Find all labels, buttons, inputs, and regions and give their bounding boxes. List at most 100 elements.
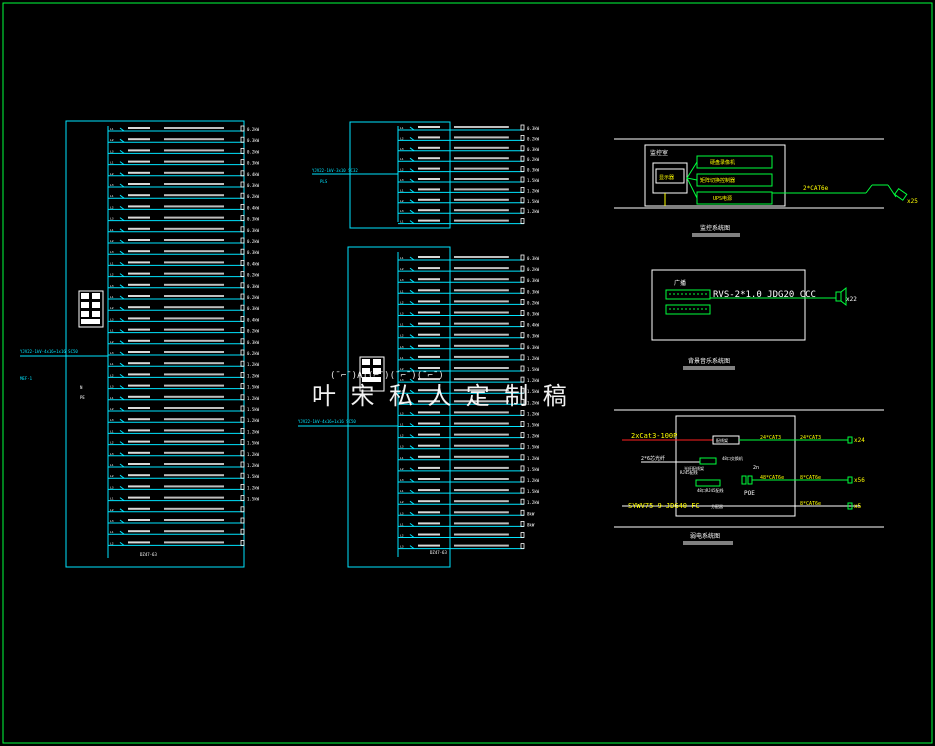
midbot-phase-label: L2	[400, 434, 404, 438]
midtop-phase-label: L1	[400, 220, 404, 224]
midbot-end-mark	[520, 310, 525, 316]
midtop-breaker-mark	[409, 157, 415, 162]
left-phase-label: L2	[110, 508, 114, 512]
left-cable-text	[164, 429, 224, 432]
meter-block	[78, 290, 104, 328]
midbot-breaker-mark	[409, 445, 415, 450]
left-breaker-mark	[119, 217, 125, 222]
midbot-load-label: 0.3kW	[527, 334, 540, 339]
midtop-cable-text	[454, 136, 509, 139]
midtop-load-label: 0.3kW	[527, 168, 540, 173]
left-end-mark	[240, 315, 245, 322]
midbot-breaker-text	[418, 278, 440, 281]
left-phase-label: L1	[110, 329, 114, 333]
midbot-breaker-mark	[409, 334, 415, 339]
left-end-mark	[240, 170, 245, 177]
network-caption: 弱电系统图	[690, 532, 720, 540]
left-load-label: 1.2kW	[247, 362, 260, 367]
midbot-load-label: 0.3kW	[527, 312, 540, 317]
speaker-icon	[835, 286, 847, 307]
midbot-cable-text	[454, 389, 509, 392]
left-end-mark	[240, 181, 245, 188]
net-router-label: 48口RJ45配线	[697, 487, 723, 493]
monitor-count: x25	[907, 198, 918, 205]
left-cable-text	[164, 463, 224, 465]
midtop-end-mark	[520, 207, 525, 214]
left-breaker-mark	[119, 542, 125, 546]
midtop-end-mark	[520, 197, 525, 204]
monitor-cable-label: 2*CAT6e	[803, 185, 829, 192]
left-load-label: 1.2kW	[247, 418, 260, 423]
left-breaker-mark	[119, 396, 125, 401]
left-cable-text	[164, 519, 224, 521]
midbot-breaker-mark	[409, 345, 415, 350]
midtop-breaker-mark	[409, 168, 415, 173]
poe-box-2	[747, 475, 753, 485]
left-cable-text	[164, 541, 224, 544]
left-phase-label: L1	[110, 429, 114, 433]
midbot-breaker-text	[418, 433, 440, 436]
midbot-end-mark	[520, 287, 525, 294]
midbot-load-label: 1.2kW	[527, 434, 540, 439]
left-breaker-text	[128, 205, 150, 208]
net-input-3: SYWV75-9-JDG40 FC	[628, 502, 700, 510]
left-breaker-mark	[119, 273, 125, 278]
midbot-load-label: 0.3kW	[527, 345, 540, 350]
left-end-mark	[240, 349, 245, 356]
left-breaker-text	[128, 295, 150, 297]
midbot-load-label: 0.2kW	[527, 267, 540, 272]
left-end-mark	[240, 405, 245, 412]
midtop-load-label: 1.2kW	[527, 209, 540, 214]
midbot-end-mark	[520, 365, 525, 372]
left-breaker-text	[128, 317, 150, 320]
left-breaker-mark	[119, 497, 125, 502]
left-cable-text	[164, 395, 224, 398]
midbot-breaker-mark	[409, 323, 415, 328]
net-in-1-cable: 24*CAT3	[760, 435, 781, 441]
left-phase-label: L3	[110, 284, 114, 288]
left-load-label: 1.5kW	[247, 441, 260, 446]
watermark: (¯⌐¯)AI(⌐¯)(¯⌐¯)(¯⌐¯) 叶 宋 私 人 定 制 稿	[312, 371, 567, 410]
ups-label: UPS电源	[713, 195, 732, 202]
midbot-cable-text	[454, 478, 509, 480]
left-load-label: 1.2kW	[247, 452, 260, 457]
left-breaker-text	[128, 507, 150, 510]
net-router-box	[695, 479, 721, 487]
ups-box	[696, 191, 773, 205]
net-in-2-cable: 48*CAT6e	[760, 475, 784, 481]
left-end-mark	[240, 259, 245, 266]
midbot-breaker-text	[418, 289, 440, 292]
left-breaker-text	[128, 227, 150, 230]
midbot-end-mark	[520, 487, 525, 494]
midbot-breaker-mark	[409, 534, 415, 538]
midbot-breaker-text	[418, 533, 440, 536]
left-end-mark	[240, 159, 245, 166]
left-breaker-text	[128, 395, 150, 398]
left-end-mark	[240, 125, 245, 132]
left-breaker-text	[128, 149, 150, 152]
midtop-breaker-mark	[409, 188, 415, 193]
midbot-breaker-mark	[409, 511, 415, 516]
left-breaker-text	[128, 384, 150, 387]
left-breaker-text	[128, 272, 150, 275]
midbot-breaker-text	[418, 333, 440, 336]
left-end-mark	[240, 226, 245, 233]
left-cable-text	[164, 227, 224, 230]
midbot-cable-text	[454, 500, 509, 503]
left-cable-text	[164, 250, 224, 253]
midbot-phase-label: L2	[400, 400, 404, 404]
left-breaker-text	[128, 183, 150, 185]
left-load-label: 0.4kW	[247, 205, 260, 210]
midbot-load-label: 1.5kW	[527, 489, 540, 494]
midbot-breaker-text	[418, 367, 440, 369]
left-breaker-text	[128, 474, 150, 477]
left-end-mark	[240, 282, 245, 289]
left-phase-label: L3	[110, 351, 114, 355]
midbot-load-label: 1.2kW	[527, 411, 540, 416]
midtop-breaker-text	[418, 209, 440, 212]
midtop-cable-text	[454, 126, 509, 128]
midbot-load-label: 1.2kW	[527, 378, 540, 383]
left-cable-text	[164, 339, 224, 342]
